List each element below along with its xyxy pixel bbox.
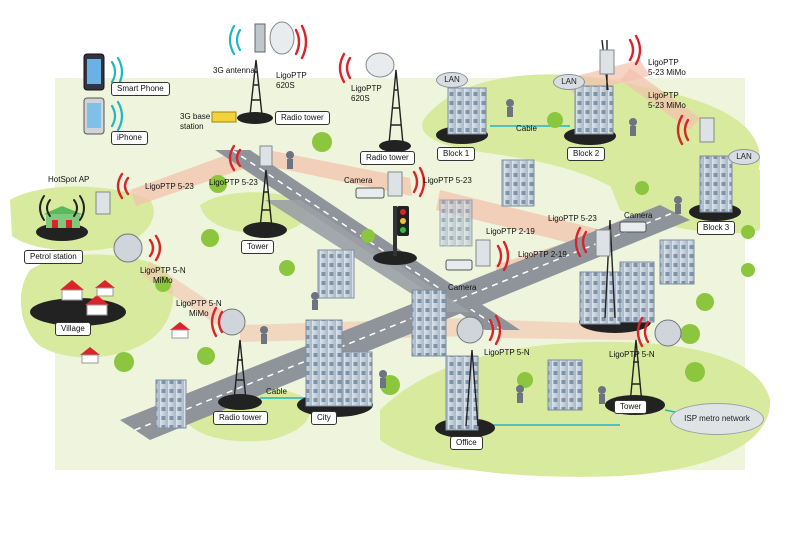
tower-label-a: Tower xyxy=(241,240,275,254)
ligoptp-2-19-label-a: LigoPTP 2-19 xyxy=(486,227,535,236)
lan-bubble-a: LAN xyxy=(436,72,468,88)
ligoptp-5-23-label-a: LigoPTP 5-23 xyxy=(145,182,194,191)
cable-label-a: Cable xyxy=(516,124,537,133)
ligoptp-5-23-label-c: LigoPTP 5-23 xyxy=(423,176,472,185)
ligoptp-2-19-label-b: LigoPTP 2-19 xyxy=(518,250,567,259)
base-station-3g-box xyxy=(211,111,237,123)
petrol-station-label: Petrol station xyxy=(24,250,83,264)
ligoptp-5-n-mimo-label-a: LigoPTP 5-N MiMo xyxy=(140,266,186,285)
cameras xyxy=(355,187,647,271)
ligoptp-620s-label-a: LigoPTP 620S xyxy=(276,71,307,90)
office-label: Office xyxy=(450,436,483,450)
beam-tower-camera xyxy=(268,150,412,196)
block-3-label: Block 3 xyxy=(697,221,736,235)
ligoptp-5-n-label-b: LigoPTP 5-N xyxy=(609,350,655,359)
beam-camera-block3 xyxy=(436,190,610,252)
radio-tower-label-b: Radio tower xyxy=(360,151,415,165)
hotspot-waves xyxy=(39,195,85,221)
radio-tower-label-a: Radio tower xyxy=(275,111,330,125)
beam-mimo-link xyxy=(620,68,700,130)
tower-label-b: Tower xyxy=(614,400,648,414)
ligoptp-5-23-mimo-label-a: LigoPTP 5-23 MiMo xyxy=(648,58,686,77)
lan-bubble-b: LAN xyxy=(553,74,585,90)
isp-metro-network-cloud: ISP metro network xyxy=(670,403,764,435)
base-station-3g-label: 3G base station xyxy=(180,112,211,131)
traffic-light-illustration xyxy=(393,206,409,256)
ligoptp-5-23-label-b: LigoPTP 5-23 xyxy=(209,178,258,187)
ligoptp-620s-label-b: LigoPTP 620S xyxy=(351,84,382,103)
trees xyxy=(114,112,755,395)
antennas xyxy=(95,21,715,347)
ligoptp-5-23-label-d: LigoPTP 5-23 xyxy=(548,214,597,223)
ligoptp-5-n-label-a: LigoPTP 5-N xyxy=(484,348,530,357)
camera-label-b: Camera xyxy=(448,283,477,292)
ligoptp-5-n-mimo-label-b: LigoPTP 5-N MiMo xyxy=(176,299,222,318)
petrol-station-illustration xyxy=(44,206,82,228)
camera-label-c: Camera xyxy=(624,211,653,220)
village-label: Village xyxy=(55,322,91,336)
buildings xyxy=(155,85,733,431)
beam-hotspot-tower xyxy=(130,150,246,206)
iphone-label: iPhone xyxy=(111,131,148,145)
antenna-3g-label: 3G antenna xyxy=(213,66,255,75)
camera-label-a: Camera xyxy=(344,176,373,185)
cable-label-b: Cable xyxy=(266,387,287,396)
phones xyxy=(83,53,105,135)
block-2-label: Block 2 xyxy=(567,147,606,161)
lattice-towers xyxy=(233,39,643,427)
radio-tower-label-c: Radio tower xyxy=(213,411,268,425)
radio-waves-red xyxy=(116,24,690,348)
hotspot-ap-label: HotSpot AP xyxy=(48,175,90,184)
people xyxy=(260,99,682,404)
smart-phone-label: Smart Phone xyxy=(111,82,170,96)
lan-bubble-c: LAN xyxy=(728,149,760,165)
village-houses xyxy=(60,280,190,364)
block-1-label: Block 1 xyxy=(437,147,476,161)
ligoptp-5-23-mimo-label-b: LigoPTP 5-23 MiMo xyxy=(648,91,686,110)
city-label: City xyxy=(311,411,337,425)
